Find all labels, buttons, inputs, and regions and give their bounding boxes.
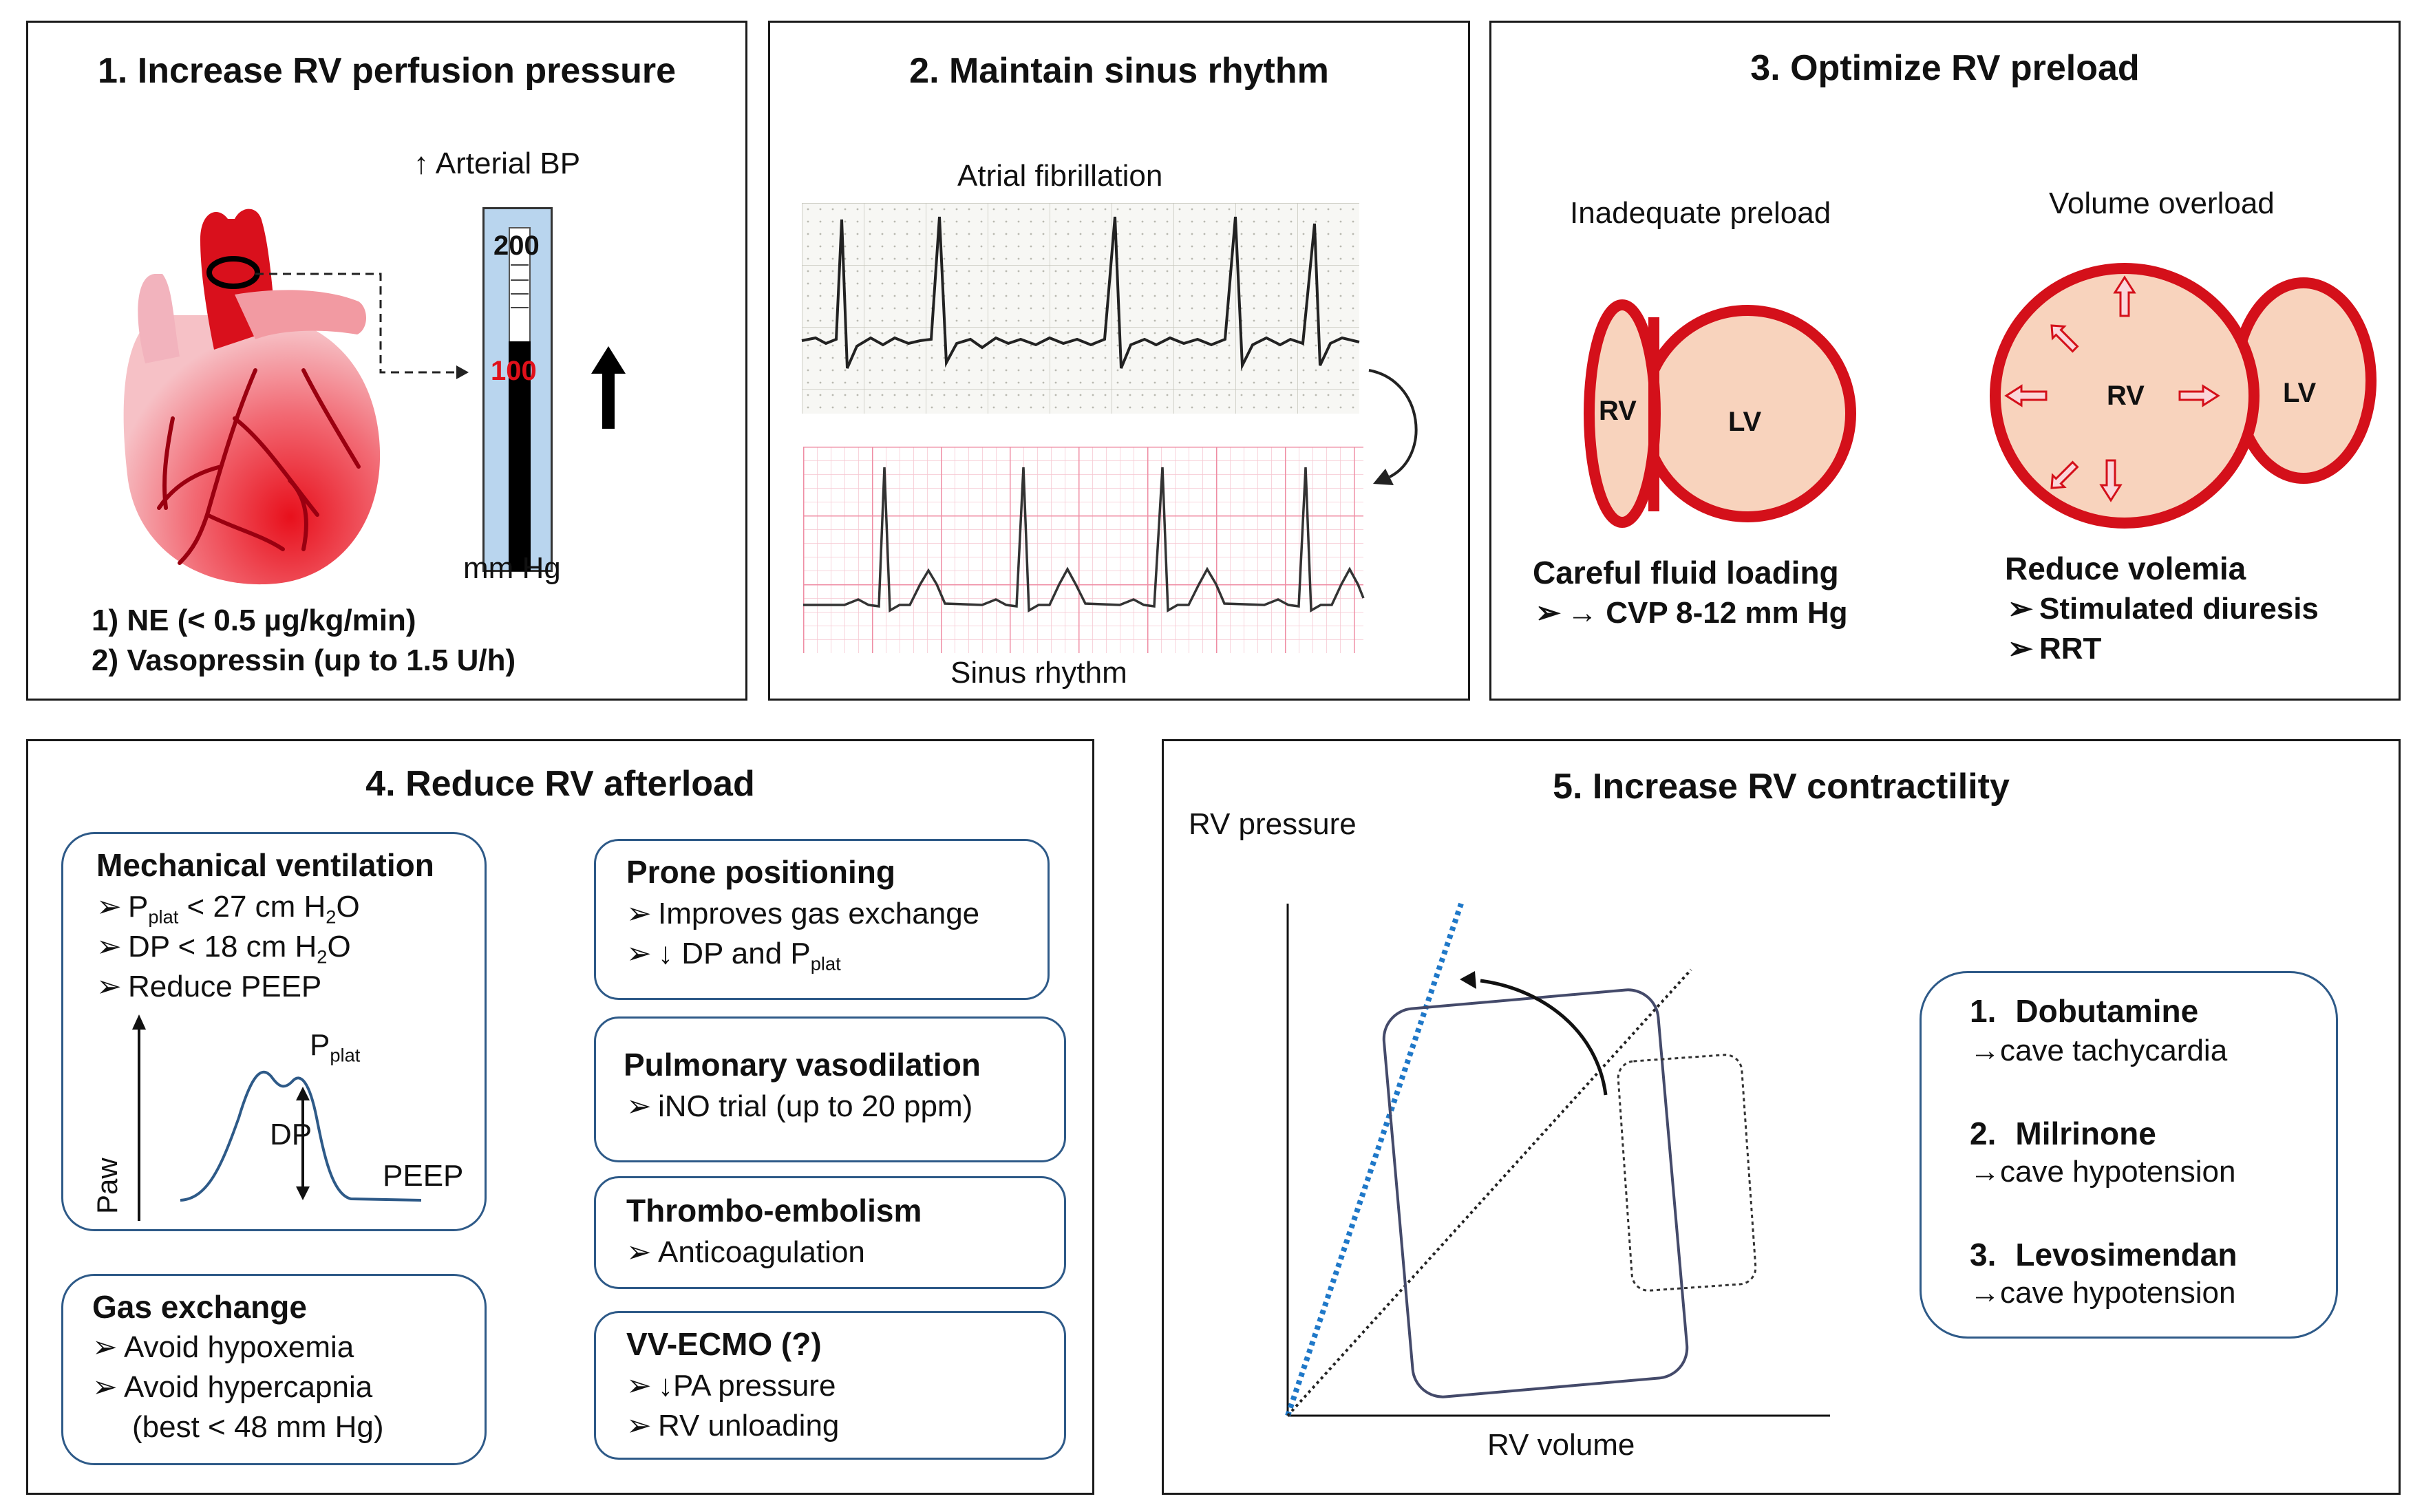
panel-title: 1. Increase RV perfusion pressure bbox=[97, 51, 677, 91]
bullet-icon: ➢ bbox=[626, 1089, 652, 1123]
drug-3-note: →cave hypotension bbox=[1970, 1276, 2236, 1310]
right-lv-label: LV bbox=[2283, 378, 2317, 408]
bp-gauge bbox=[482, 207, 553, 572]
bullet-icon: ➢ bbox=[92, 1330, 118, 1364]
graph-pplat-label: Pplat bbox=[310, 1028, 361, 1066]
panel-rv-afterload: 4. Reduce RV afterload Mechanical ventil… bbox=[26, 739, 1094, 1495]
gas-bullet-2: ➢Avoid hypercapnia bbox=[92, 1367, 372, 1408]
pv-x-label: RV volume bbox=[1487, 1428, 1635, 1462]
thrombo-bullet-1: ➢Anticoagulation bbox=[626, 1232, 865, 1273]
drug-2-note: →cave hypotension bbox=[1970, 1155, 2236, 1189]
panel-rv-contractility: 5. Increase RV contractility RV pressure… bbox=[1162, 739, 2401, 1495]
panel-sinus-rhythm: 2. Maintain sinus rhythm Atrial fibrilla… bbox=[768, 21, 1470, 701]
right-bullet-2: ➢RRT bbox=[2008, 628, 2101, 670]
gas-bullet-1: ➢Avoid hypoxemia bbox=[92, 1327, 354, 1368]
mech-bullet-1: ➢Pplat < 27 cm H2O bbox=[96, 886, 360, 938]
prone-bullet-2: ➢↓ DP and Pplat bbox=[626, 933, 841, 985]
pulmonary-vasodilation-box: Pulmonary vasodilation ➢iNO trial (up to… bbox=[594, 1016, 1066, 1162]
gauge-ticks bbox=[511, 264, 529, 328]
gauge-label: ↑ Arterial BP bbox=[414, 147, 581, 180]
heart-illustration bbox=[123, 209, 381, 585]
ecmo-box: VV-ECMO (?) ➢↓PA pressure ➢RV unloading bbox=[594, 1311, 1066, 1460]
gas-heading: Gas exchange bbox=[92, 1289, 307, 1325]
panel-title: 4. Reduce RV afterload bbox=[365, 764, 755, 804]
tick-100: 100 bbox=[491, 356, 537, 386]
prone-box: Prone positioning ➢Improves gas exchange… bbox=[594, 839, 1050, 1000]
volume-overload-diagram bbox=[1990, 263, 2377, 529]
bullet-icon: ➢ bbox=[626, 937, 652, 970]
drug-1-title: 1.Dobutamine bbox=[1970, 993, 2199, 1029]
pulm-heading: Pulmonary vasodilation bbox=[624, 1047, 981, 1083]
drug-item-1: 1) NE (< 0.5 µg/kg/min) bbox=[92, 604, 416, 637]
bullet-icon: ➢ bbox=[2008, 592, 2033, 626]
bullet-icon: ➢ bbox=[626, 897, 652, 930]
mech-bullet-3: ➢Reduce PEEP bbox=[96, 966, 321, 1008]
panel-rv-perfusion: 1. Increase RV perfusion pressure bbox=[26, 21, 747, 701]
left-rv-label: RV bbox=[1599, 396, 1637, 426]
inotropes-box: 1.Dobutamine →cave tachycardia 2.Milrino… bbox=[1920, 971, 2338, 1339]
ecmo-bullet-1: ➢↓PA pressure bbox=[626, 1365, 836, 1407]
mech-ventilation-box: Mechanical ventilation ➢Pplat < 27 cm H2… bbox=[61, 832, 487, 1231]
right-heading: Reduce volemia bbox=[2005, 551, 2246, 586]
sinus-label: Sinus rhythm bbox=[950, 656, 1127, 690]
gauge-mercury bbox=[509, 341, 531, 571]
bullet-icon: ➢ bbox=[96, 970, 122, 1003]
bullet-icon: ➢ bbox=[96, 930, 122, 963]
gas-note: (best < 48 mm Hg) bbox=[132, 1410, 384, 1444]
panel-rv-preload: 3. Optimize RV preload Inadequate preloa… bbox=[1489, 21, 2401, 701]
drug-item-2: 2) Vasopressin (up to 1.5 U/h) bbox=[92, 643, 516, 677]
gauge-unit: mm Hg bbox=[463, 551, 561, 585]
dashed-connector bbox=[255, 273, 469, 379]
gas-exchange-box: Gas exchange ➢Avoid hypoxemia ➢Avoid hyp… bbox=[61, 1274, 487, 1465]
left-heading: Careful fluid loading bbox=[1533, 555, 1839, 590]
tick-200: 200 bbox=[493, 231, 540, 261]
right-rv-label: RV bbox=[2107, 381, 2145, 411]
sinus-ecg-strip bbox=[803, 447, 1365, 653]
bullet-icon: ➢ bbox=[626, 1235, 652, 1269]
drug-3-title: 3.Levosimendan bbox=[1970, 1237, 2237, 1273]
prone-bullet-1: ➢Improves gas exchange bbox=[626, 893, 979, 935]
mech-heading: Mechanical ventilation bbox=[96, 847, 434, 883]
panel-title: 3. Optimize RV preload bbox=[1750, 48, 2140, 88]
conversion-arrow bbox=[1368, 369, 1418, 485]
left-bullet: ➢→ CVP 8-12 mm Hg bbox=[1535, 593, 1848, 634]
panel-title: 5. Increase RV contractility bbox=[1553, 767, 2010, 807]
drug-2-title: 2.Milrinone bbox=[1970, 1116, 2156, 1151]
afib-label: Atrial fibrillation bbox=[957, 159, 1163, 193]
bullet-icon: ➢ bbox=[626, 1369, 652, 1403]
graph-y-label: Paw bbox=[91, 1158, 123, 1214]
inadequate-preload-diagram bbox=[1584, 299, 1856, 528]
bullet-icon: ➢ bbox=[96, 890, 122, 924]
bullet-icon: ➢ bbox=[92, 1370, 118, 1404]
pv-y-label: RV pressure bbox=[1189, 807, 1357, 841]
pv-loop-diagram bbox=[1285, 902, 1830, 1417]
mech-bullet-2: ➢DP < 18 cm H2O bbox=[96, 926, 351, 978]
right-bullet-1: ➢Stimulated diuresis bbox=[2008, 588, 2319, 630]
right-caption: Volume overload bbox=[2049, 187, 2275, 220]
drug-1-note: →cave tachycardia bbox=[1970, 1034, 2228, 1067]
bullet-icon: ➢ bbox=[1535, 596, 1561, 630]
graph-peep-label: PEEP bbox=[383, 1159, 464, 1193]
bullet-icon: ➢ bbox=[2008, 632, 2033, 666]
prone-heading: Prone positioning bbox=[626, 854, 895, 890]
airway-pressure-graph bbox=[132, 1014, 422, 1221]
ecmo-bullet-2: ➢RV unloading bbox=[626, 1405, 839, 1447]
thrombo-heading: Thrombo-embolism bbox=[626, 1193, 922, 1228]
afib-ecg-strip bbox=[801, 203, 1360, 414]
bullet-icon: ➢ bbox=[626, 1409, 652, 1442]
increase-arrow-icon bbox=[591, 346, 626, 429]
ecmo-heading: VV-ECMO (?) bbox=[626, 1326, 822, 1362]
thromboembolism-box: Thrombo-embolism ➢Anticoagulation bbox=[594, 1176, 1066, 1289]
graph-dp-label: DP bbox=[270, 1118, 312, 1151]
left-lv-label: LV bbox=[1728, 407, 1762, 437]
panel-title: 2. Maintain sinus rhythm bbox=[909, 51, 1329, 91]
pulm-bullet-1: ➢iNO trial (up to 20 ppm) bbox=[626, 1086, 972, 1127]
left-caption: Inadequate preload bbox=[1570, 196, 1831, 230]
